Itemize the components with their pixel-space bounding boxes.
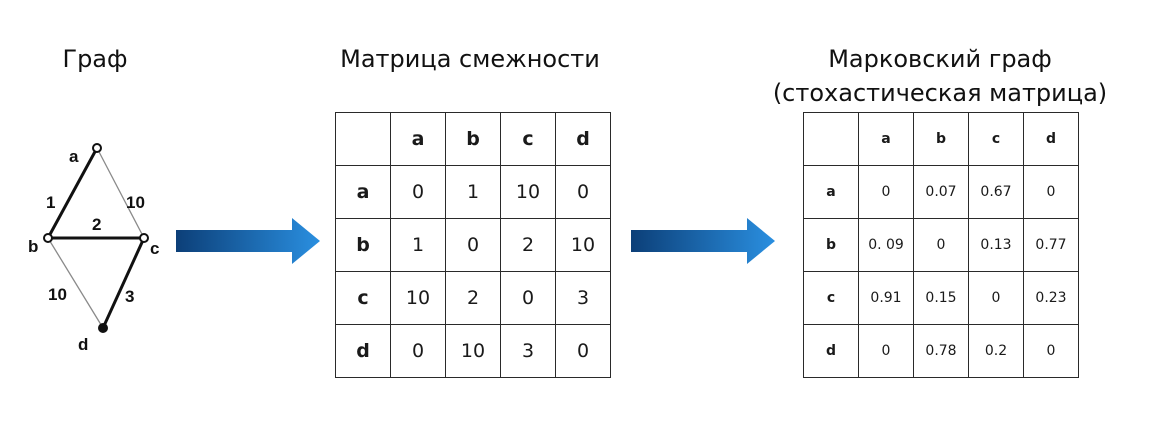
row-header: d	[335, 324, 391, 378]
edge-c-d	[101, 237, 146, 329]
table-cell: 0.23	[1023, 271, 1079, 325]
edge-label-a-b: 1	[46, 193, 55, 212]
edge-label-c-d: 3	[125, 287, 134, 306]
edge-label-b-c: 2	[92, 215, 101, 234]
row-header: d	[803, 324, 859, 378]
table-row: c 10 2 0 3	[335, 271, 611, 325]
table-cell: 10	[500, 165, 556, 219]
column-header: b	[445, 112, 501, 166]
table-row: b 1 0 2 10	[335, 218, 611, 272]
column-header: a	[390, 112, 446, 166]
table-row: a 0 0.07 0.67 0	[803, 165, 1079, 219]
table-cell: 0	[1023, 324, 1079, 378]
node-a	[92, 143, 102, 153]
markov-title-line-2: (стохастическая матрица)	[772, 79, 1108, 107]
markov-title-line-1: Марковский граф	[828, 45, 1052, 73]
table-cell: 0	[858, 165, 914, 219]
corner-cell	[335, 112, 391, 166]
table-cell: 0.91	[858, 271, 914, 325]
node-label-b: b	[28, 237, 38, 256]
table-cell: 0	[858, 324, 914, 378]
table-cell: 0	[1023, 165, 1079, 219]
row-header: c	[803, 271, 859, 325]
node-label-a: a	[69, 147, 79, 166]
table-cell: 0	[968, 271, 1024, 325]
table-row: b 0. 09 0 0.13 0.77	[803, 218, 1079, 272]
column-header: d	[1023, 112, 1079, 166]
table-row: d 0 0.78 0.2 0	[803, 324, 1079, 378]
node-b	[43, 233, 53, 243]
table-cell: 0.67	[968, 165, 1024, 219]
table-cell: 0.2	[968, 324, 1024, 378]
table-cell: 0.13	[968, 218, 1024, 272]
table-cell: 0	[500, 271, 556, 325]
row-header: a	[803, 165, 859, 219]
edge-label-b-d: 10	[48, 285, 67, 304]
node-c	[139, 233, 149, 243]
row-header: b	[803, 218, 859, 272]
right-arrow-icon	[176, 218, 320, 264]
table-cell: 1	[390, 218, 446, 272]
column-header: b	[913, 112, 969, 166]
node-d	[98, 323, 108, 333]
table-cell: 0	[390, 324, 446, 378]
column-header: d	[555, 112, 611, 166]
column-header: c	[500, 112, 556, 166]
row-header: c	[335, 271, 391, 325]
row-header: b	[335, 218, 391, 272]
table-row: c 0.91 0.15 0 0.23	[803, 271, 1079, 325]
table-cell: 0.77	[1023, 218, 1079, 272]
table-cell: 3	[500, 324, 556, 378]
edge-b-d	[47, 237, 104, 329]
table-cell: 0.07	[913, 165, 969, 219]
adjacency-matrix-title: Матрица смежности	[340, 45, 600, 73]
edge-a-b	[46, 147, 99, 239]
graph-title: Граф	[62, 45, 128, 73]
table-cell: 10	[445, 324, 501, 378]
column-header: a	[858, 112, 914, 166]
adjacency-matrix: a b c d a 0 1 10 0 b 1 0 2 10 c 10 2 0 3…	[335, 112, 611, 378]
table-row: d 0 10 3 0	[335, 324, 611, 378]
table-cell: 0	[555, 324, 611, 378]
table-cell: 0	[913, 218, 969, 272]
table-cell: 0	[555, 165, 611, 219]
table-cell: 2	[445, 271, 501, 325]
table-cell: 1	[445, 165, 501, 219]
table-row: a 0 1 10 0	[335, 165, 611, 219]
edge-a-c	[96, 147, 145, 239]
right-arrow-icon	[631, 218, 775, 264]
table-cell: 3	[555, 271, 611, 325]
row-header: a	[335, 165, 391, 219]
table-cell: 0	[445, 218, 501, 272]
table-cell: 0.78	[913, 324, 969, 378]
table-cell: 10	[390, 271, 446, 325]
column-header: c	[968, 112, 1024, 166]
table-cell: 0	[390, 165, 446, 219]
node-label-d: d	[78, 335, 88, 354]
table-cell: 0. 09	[858, 218, 914, 272]
node-label-c: c	[150, 239, 159, 258]
edge-label-a-c: 10	[126, 193, 145, 212]
table-header-row: a b c d	[803, 112, 1079, 166]
table-cell: 10	[555, 218, 611, 272]
table-header-row: a b c d	[335, 112, 611, 166]
graph-diagram: a b c d 1 10 2 10 3	[28, 143, 159, 354]
corner-cell	[803, 112, 859, 166]
table-cell: 0.15	[913, 271, 969, 325]
table-cell: 2	[500, 218, 556, 272]
stochastic-matrix: a b c d a 0 0.07 0.67 0 b 0. 09 0 0.13 0…	[803, 112, 1079, 378]
markov-graph-title: Марковский граф (стохастическая матрица)	[760, 42, 1120, 110]
